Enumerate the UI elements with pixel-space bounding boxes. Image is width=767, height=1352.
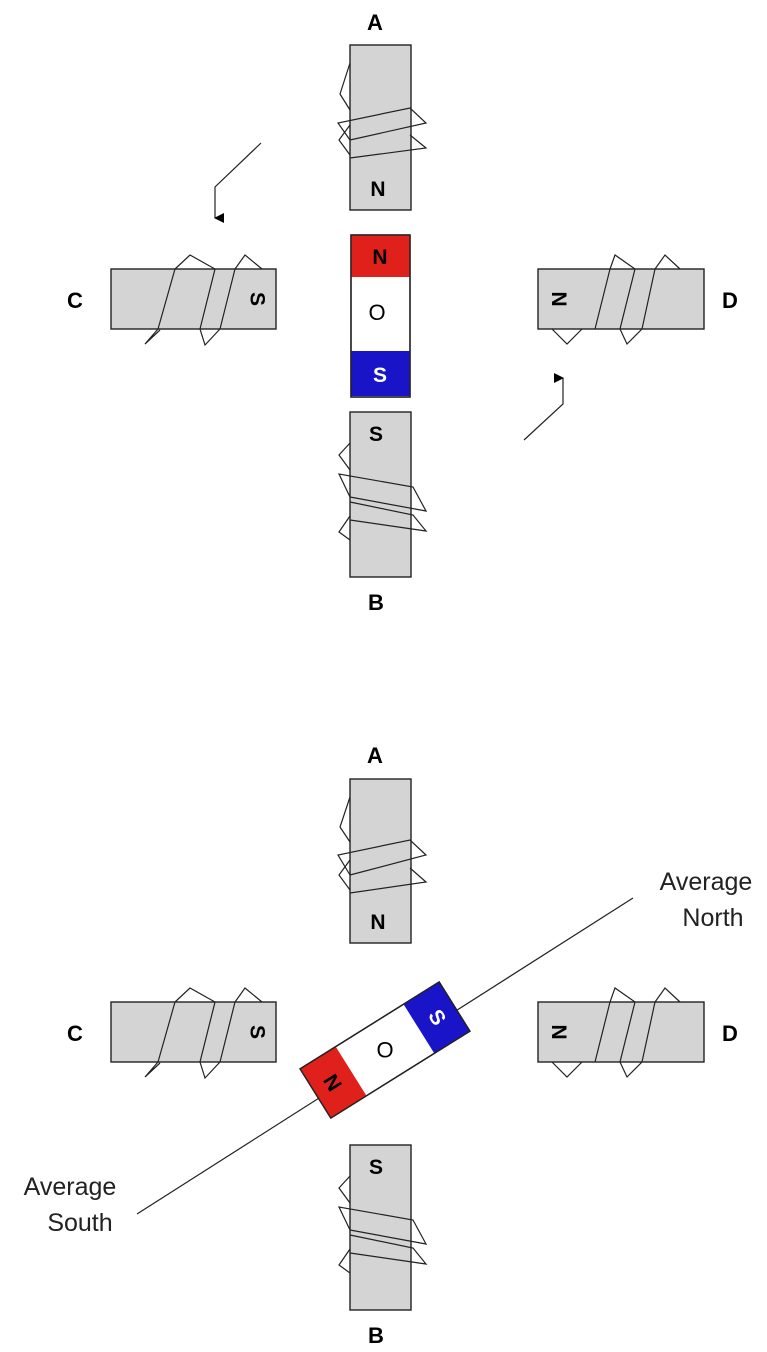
pole-b-label: S: [369, 423, 383, 446]
pole-d-label: N: [549, 291, 572, 306]
average-north-line1: Average: [660, 868, 753, 896]
core-d-bottom: [537, 1001, 705, 1063]
pole-c-label: S: [246, 292, 269, 306]
rotor-north-label: N: [372, 246, 387, 269]
electromagnet-a: N: [336, 44, 428, 211]
rotor-south-label: S: [373, 364, 387, 387]
electromagnet-a-bottom: N: [337, 778, 428, 944]
electromagnet-c-bottom: S: [110, 987, 277, 1080]
electromagnet-b: S: [337, 411, 428, 578]
core-a: [349, 44, 412, 211]
label-d-bottom: D: [722, 1021, 738, 1046]
rotor-magnet: N O S: [350, 234, 411, 398]
rotor-center-label: O: [368, 300, 385, 325]
coil-b: [337, 442, 428, 541]
arrow-up-icon: [523, 373, 564, 441]
electromagnet-b-bottom: S: [337, 1144, 428, 1311]
rotor-center-bottom-label: O: [376, 1038, 393, 1063]
average-south-line1: Average: [24, 1173, 117, 1201]
pole-a-label: N: [370, 178, 385, 201]
label-d: D: [722, 288, 738, 313]
coil-c-bottom: [144, 987, 263, 1080]
pole-b-bottom-label: S: [369, 1156, 383, 1179]
bottom-diagram: N A S B S C N D: [24, 743, 753, 1348]
label-b-bottom: B: [368, 1323, 384, 1348]
arrow-down-icon: [214, 142, 262, 223]
label-c: C: [67, 288, 83, 313]
label-a-bottom: A: [367, 743, 383, 768]
rotor-magnet-bottom: N O S: [299, 980, 471, 1120]
pole-c-bottom-label: S: [246, 1025, 269, 1039]
coil-a-bottom: [337, 796, 428, 894]
core-a-bottom: [349, 778, 412, 944]
label-a: A: [367, 10, 383, 35]
rotor-north-pole: [351, 235, 410, 277]
core-c-bottom: [110, 1001, 277, 1063]
rotor-south-pole: [351, 351, 410, 396]
core-b: [349, 411, 412, 578]
pole-a-bottom-label: N: [370, 911, 385, 934]
average-south-line2: South: [47, 1209, 112, 1237]
rotor-north-pole-bottom: [300, 1046, 367, 1119]
electromagnet-d: N: [537, 254, 705, 346]
label-c-bottom: C: [67, 1021, 83, 1046]
coil-b-bottom: [337, 1175, 428, 1274]
core-b-bottom: [349, 1144, 412, 1311]
top-diagram: N A S B S C N D N O: [67, 10, 738, 615]
coil-d-bottom: [551, 987, 681, 1079]
pole-d-bottom-label: N: [549, 1024, 572, 1039]
label-b: B: [368, 590, 384, 615]
electromagnet-c: S: [110, 254, 277, 347]
coil-c: [144, 254, 263, 347]
core-c: [110, 268, 277, 330]
average-north-line2: North: [682, 904, 743, 932]
electromagnet-d-bottom: N: [537, 987, 705, 1079]
coil-a: [336, 62, 428, 159]
coil-d: [551, 254, 681, 346]
rotor-south-pole-bottom: [403, 981, 470, 1054]
core-d: [537, 268, 705, 330]
